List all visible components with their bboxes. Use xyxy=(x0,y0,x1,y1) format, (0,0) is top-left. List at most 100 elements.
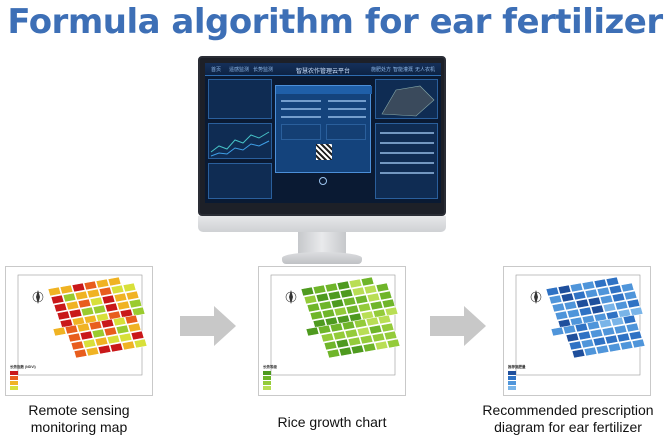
field-parcel xyxy=(583,346,598,357)
field-parcel xyxy=(80,306,95,317)
field-parcel xyxy=(548,294,563,305)
page-title: Formula algorithm for ear fertilizer xyxy=(7,2,663,42)
field-parcel xyxy=(74,290,89,301)
nav-item-irrigation[interactable]: 智能灌溉 xyxy=(393,67,414,73)
dashboard-screen: 首页 遥感监测 长势监测 智慧农作管理云平台 施肥处方 智能灌溉 无人农机 xyxy=(205,63,441,203)
field-parcel xyxy=(348,278,363,289)
field-parcel xyxy=(616,332,631,343)
monitor-bezel: 首页 遥感监测 长势监测 智慧农作管理云平台 施肥处方 智能灌溉 无人农机 xyxy=(198,56,446,216)
map-remote-sensing: 长势指数 (NDVI) xyxy=(5,266,153,396)
field-parcel xyxy=(602,302,617,313)
field-parcel xyxy=(95,278,110,289)
nav-item-remote[interactable]: 遥感监测 xyxy=(229,67,250,73)
field-parcel xyxy=(575,298,590,309)
field-parcel xyxy=(592,336,607,347)
field-parcel xyxy=(344,328,359,339)
field-parcel xyxy=(631,338,646,349)
field-parcel xyxy=(562,324,577,335)
arrow-right-icon xyxy=(430,306,486,346)
dialog-stat-right xyxy=(326,124,366,140)
field-parcel xyxy=(88,320,103,331)
field-parcel xyxy=(350,344,365,355)
field-parcel xyxy=(98,286,113,297)
field-parcel xyxy=(122,282,137,293)
nav-item-machinery[interactable]: 无人农机 xyxy=(415,67,436,73)
field-parcel xyxy=(368,324,383,335)
field-parcel xyxy=(383,330,398,341)
field-parcel xyxy=(565,332,580,343)
nav-item-growth[interactable]: 长势监测 xyxy=(253,67,274,73)
qr-code-icon xyxy=(316,144,332,160)
field-parcel xyxy=(50,294,65,305)
field-parcel xyxy=(611,292,626,303)
dialog-stat-left xyxy=(281,124,321,140)
map-legend: 长势等级 xyxy=(263,365,303,395)
field-parcel xyxy=(629,306,644,317)
field-parcel xyxy=(70,340,85,351)
field-parcel xyxy=(68,308,83,319)
field-parcel xyxy=(589,328,604,339)
field-parcel xyxy=(560,292,575,303)
field-parcel xyxy=(571,348,586,359)
field-parcel xyxy=(113,292,128,303)
field-parcel xyxy=(566,308,581,319)
map-fertilizer-prescription: 推荐施肥量 xyxy=(503,266,651,396)
field-parcel xyxy=(116,300,131,311)
field-info-dialog[interactable] xyxy=(275,85,372,173)
field-parcel xyxy=(77,298,92,309)
nav-item-home[interactable]: 首页 xyxy=(211,67,222,73)
field-parcel xyxy=(335,338,350,349)
field-parcel xyxy=(104,302,119,313)
field-parcel xyxy=(359,334,374,345)
close-circle-icon[interactable] xyxy=(319,177,327,185)
field-parcel xyxy=(590,304,605,315)
field-parcel xyxy=(338,346,353,357)
field-parcel xyxy=(371,332,386,343)
field-parcel xyxy=(572,290,587,301)
field-parcel xyxy=(318,300,333,311)
field-parcel xyxy=(360,276,375,287)
north-arrow-icon xyxy=(530,290,542,304)
monitor-display: 首页 遥感监测 长势监测 智慧农作管理云平台 施肥处方 智能灌溉 无人农机 xyxy=(198,56,446,266)
right-panel-table xyxy=(375,123,438,199)
map-legend: 长势指数 (NDVI) xyxy=(10,365,50,395)
field-parcel xyxy=(315,292,330,303)
field-parcel xyxy=(369,300,384,311)
field-parcel xyxy=(76,322,91,333)
field-parcel xyxy=(580,338,595,349)
field-parcel xyxy=(596,286,611,297)
field-parcel xyxy=(124,314,139,325)
field-parcel xyxy=(309,310,324,321)
field-parcel xyxy=(613,324,628,335)
field-parcel xyxy=(610,316,625,327)
field-parcel xyxy=(626,298,641,309)
legend-title: 长势等级 xyxy=(263,365,277,369)
map-fertilizer-prescription-figure xyxy=(515,274,646,376)
field-parcel xyxy=(605,276,620,287)
field-parcel xyxy=(53,302,68,313)
field-parcel xyxy=(300,286,315,297)
field-parcel xyxy=(67,332,82,343)
field-parcel xyxy=(551,302,566,313)
field-parcel xyxy=(354,294,369,305)
field-parcel xyxy=(47,286,62,297)
field-parcel xyxy=(365,316,380,327)
field-parcel xyxy=(103,326,118,337)
field-parcel xyxy=(578,306,593,317)
monitor-base xyxy=(282,252,362,264)
caption-line: monitoring map xyxy=(30,419,128,435)
field-parcel xyxy=(341,320,356,331)
field-parcel xyxy=(333,306,348,317)
field-parcel xyxy=(568,340,583,351)
field-parcel xyxy=(351,286,366,297)
field-parcel xyxy=(545,286,560,297)
caption-line: Rice growth chart xyxy=(277,414,387,430)
field-parcel xyxy=(79,330,94,341)
map-legend: 推荐施肥量 xyxy=(508,365,548,395)
field-parcel xyxy=(65,300,80,311)
caption-line: Remote sensing xyxy=(28,402,130,418)
nav-item-fertilizer[interactable]: 施肥处方 xyxy=(371,67,392,73)
field-parcel xyxy=(89,296,104,307)
left-panel-weather xyxy=(208,79,272,119)
field-parcel xyxy=(312,284,327,295)
